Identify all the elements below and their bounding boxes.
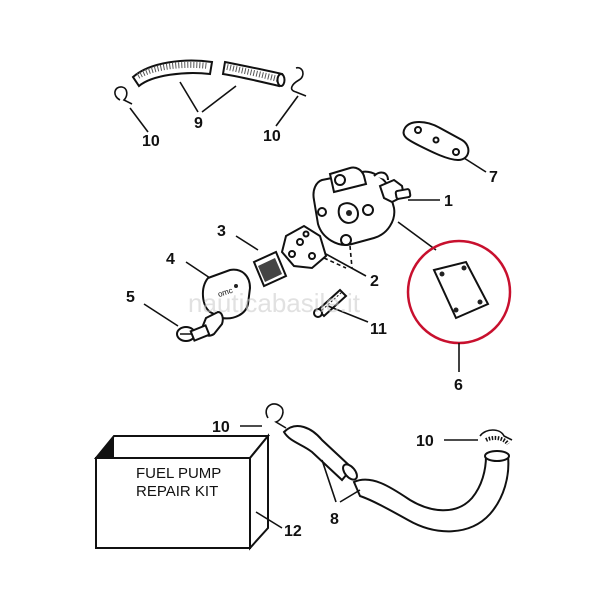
callout-10-bottom-left: 10 (212, 419, 230, 436)
callout-10-bottom-right: 10 (416, 433, 434, 450)
callout-5: 5 (126, 289, 135, 306)
pump-screw (313, 288, 348, 318)
svg-text:omc: omc (217, 286, 234, 299)
highlighted-gasket (406, 239, 512, 345)
callout-3: 3 (217, 223, 226, 240)
kit-label-line2: REPAIR KIT (136, 483, 218, 500)
watermark-text: nauticabasile.it (188, 288, 361, 318)
mounting-gasket (402, 121, 470, 162)
hose-clamp-bottom-right (479, 429, 513, 441)
hose-clamp-top-right (290, 66, 307, 97)
fuel-hose-lower (282, 425, 510, 533)
hose-clamp-bottom-left (265, 403, 287, 429)
callout-9: 9 (194, 115, 203, 132)
callout-2: 2 (370, 273, 379, 290)
cover-screw (176, 324, 211, 342)
callout-8: 8 (330, 511, 339, 528)
callout-10-top-left: 10 (142, 133, 160, 150)
fuel-hose-upper (131, 59, 286, 88)
callout-12: 12 (284, 523, 302, 540)
callout-7: 7 (489, 169, 498, 186)
callout-4: 4 (166, 251, 175, 268)
filter-screen (252, 250, 288, 288)
hose-clamp-top-left (114, 86, 133, 105)
fuel-pump-body (312, 166, 412, 246)
pump-cover: omc (200, 268, 252, 337)
callout-6: 6 (454, 377, 463, 394)
pump-diaphragm (280, 224, 328, 270)
callout-11: 11 (370, 321, 387, 338)
callout-1: 1 (444, 193, 453, 210)
kit-label-line1: FUEL PUMP (136, 465, 221, 482)
fuel-pump-repair-kit-box: FUEL PUMP REPAIR KIT (93, 433, 271, 551)
callout-10-top-right: 10 (263, 128, 281, 145)
